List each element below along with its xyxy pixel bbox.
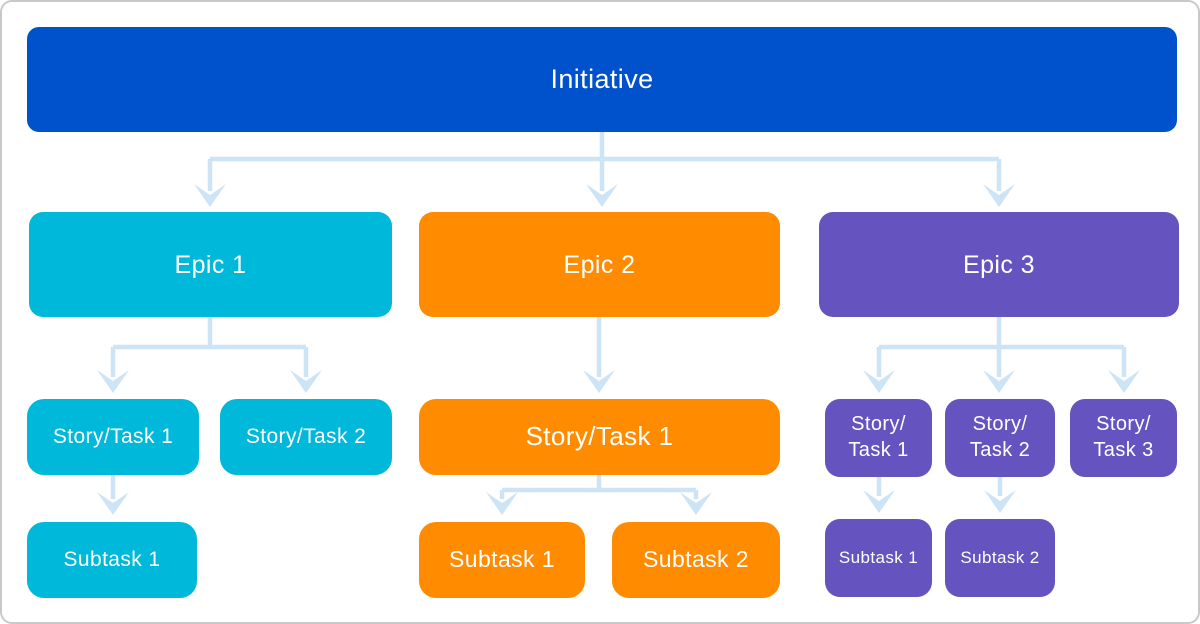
node-initiative: Initiative — [27, 27, 1177, 132]
node-label: Subtask 1 — [63, 547, 161, 571]
node-label: Story/Task 1 — [525, 421, 674, 452]
node-epic3-story-task-1: Story/Task 1 — [825, 399, 932, 477]
arrowhead-icon — [680, 492, 712, 515]
arrowhead-icon — [983, 184, 1015, 207]
node-epic3-story-task-3: Story/Task 3 — [1070, 399, 1177, 477]
connector-epic1-to-stories — [97, 317, 322, 393]
node-epic-2: Epic 2 — [419, 212, 780, 317]
arrowhead-icon — [1108, 370, 1140, 393]
arrowhead-icon — [983, 370, 1015, 393]
connector-initiative-to-epics — [194, 132, 1015, 207]
node-label: Subtask 2 — [960, 548, 1040, 568]
node-epic1-subtask-1: Subtask 1 — [27, 522, 197, 598]
node-epic3-subtask-2: Subtask 2 — [945, 519, 1055, 597]
node-label: Story/Task 1 — [52, 424, 174, 448]
node-label: Subtask 1 — [449, 546, 555, 573]
arrowhead-icon — [290, 370, 322, 393]
arrowhead-icon — [863, 370, 895, 393]
node-epic3-subtask-1: Subtask 1 — [825, 519, 932, 597]
connector-epic2-story1-to-subtasks — [486, 475, 712, 515]
connector-epic2-to-story — [583, 317, 615, 393]
arrowhead-icon — [97, 370, 129, 393]
node-epic2-subtask-1: Subtask 1 — [419, 522, 585, 598]
node-label: Story/Task 2 — [245, 424, 367, 448]
node-label: Epic 3 — [963, 250, 1035, 279]
arrowhead-icon — [863, 490, 895, 513]
node-label: Initiative — [550, 64, 654, 95]
node-epic2-story-task-1: Story/Task 1 — [419, 399, 780, 475]
arrowhead-icon — [984, 490, 1016, 513]
node-label: Subtask 2 — [643, 546, 749, 573]
arrowhead-icon — [194, 184, 226, 207]
node-epic2-subtask-2: Subtask 2 — [612, 522, 780, 598]
node-epic-1: Epic 1 — [29, 212, 392, 317]
node-epic1-story-task-1: Story/Task 1 — [27, 399, 199, 475]
connector-epic1-story1-to-subtask — [97, 475, 129, 515]
connector-epic3-to-stories — [863, 317, 1140, 393]
arrowhead-icon — [486, 492, 518, 515]
connector-epic3-stories-to-subtasks — [863, 477, 1016, 513]
node-epic-3: Epic 3 — [819, 212, 1179, 317]
node-label: Epic 2 — [563, 250, 636, 279]
node-label: Epic 1 — [174, 250, 247, 279]
node-epic1-story-task-2: Story/Task 2 — [220, 399, 392, 475]
arrowhead-icon — [97, 492, 129, 515]
node-label: Story/Task 1 — [848, 413, 909, 461]
node-label: Subtask 1 — [838, 548, 919, 568]
arrowhead-icon — [583, 370, 615, 393]
node-label: Story/Task 3 — [1093, 413, 1154, 461]
node-epic3-story-task-2: Story/Task 2 — [945, 399, 1055, 477]
node-label: Story/Task 2 — [969, 413, 1031, 461]
arrowhead-icon — [586, 184, 618, 207]
